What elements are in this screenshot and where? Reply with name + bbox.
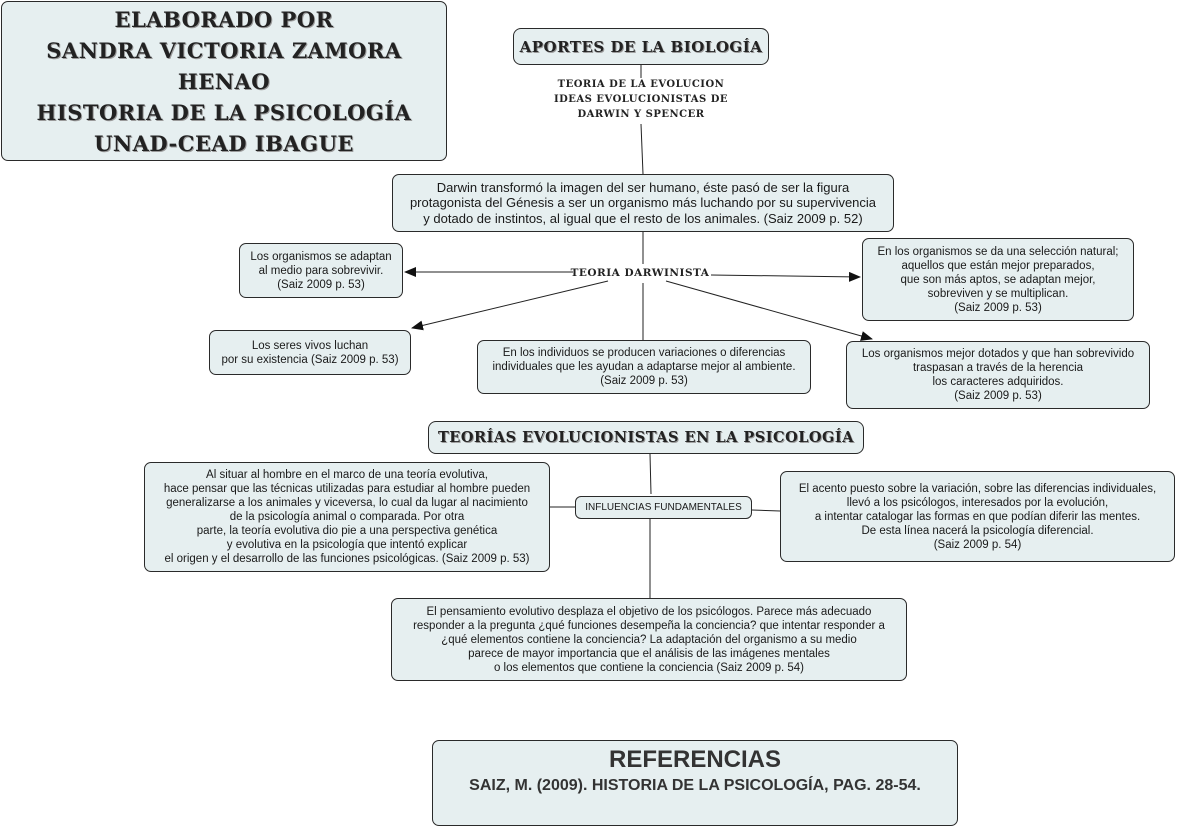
evolution-caption: TEORIA DE LA EVOLUCION IDEAS EVOLUCIONIS… bbox=[553, 79, 729, 120]
darwinist-theory-label: TEORIA DARWINISTA bbox=[570, 267, 710, 279]
connector-psych-influences bbox=[649, 453, 652, 495]
arrow-to-selection bbox=[710, 271, 861, 282]
psychology-left-node[interactable]: Al situar al hombre en el marco de una t… bbox=[144, 462, 550, 572]
references-title: REFERENCIAS bbox=[608, 746, 782, 773]
selection-node[interactable]: En los organismos se da una selección na… bbox=[862, 238, 1134, 321]
influences-label-node[interactable]: INFLUENCIAS FUNDAMENTALES bbox=[575, 496, 752, 519]
inheritance-node[interactable]: Los organismos mejor dotados y que han s… bbox=[846, 341, 1150, 409]
struggle-node[interactable]: Los seres vivos luchan por su existencia… bbox=[209, 330, 411, 375]
main-title-node[interactable]: APORTES DE LA BIOLOGÍA bbox=[513, 28, 769, 65]
connector-influences-right bbox=[751, 509, 781, 512]
arrow-to-inheritance bbox=[665, 280, 873, 341]
references-citation: SAIZ, M. (2009). HISTORIA DE LA PSICOLOG… bbox=[469, 777, 921, 794]
references-node[interactable]: REFERENCIAS SAIZ, M. (2009). HISTORIA DE… bbox=[432, 740, 958, 826]
adapt-node[interactable]: Los organismos se adaptan al medio para … bbox=[239, 243, 403, 298]
psychology-bottom-node[interactable]: El pensamiento evolutivo desplaza el obj… bbox=[391, 598, 907, 681]
connector-caption-summary bbox=[640, 123, 644, 175]
author-block: ELABORADO POR SANDRA VICTORIA ZAMORA HEN… bbox=[1, 1, 447, 161]
psychology-right-node[interactable]: El acento puesto sobre la variación, sob… bbox=[780, 471, 1175, 562]
darwin-summary-node[interactable]: Darwin transformó la imagen del ser huma… bbox=[392, 174, 894, 232]
psychology-title-node[interactable]: TEORÍAS EVOLUCIONISTAS EN LA PSICOLOGÍA bbox=[428, 421, 864, 454]
variation-node[interactable]: En los individuos se producen variacione… bbox=[477, 340, 811, 394]
arrow-to-struggle bbox=[411, 280, 609, 331]
